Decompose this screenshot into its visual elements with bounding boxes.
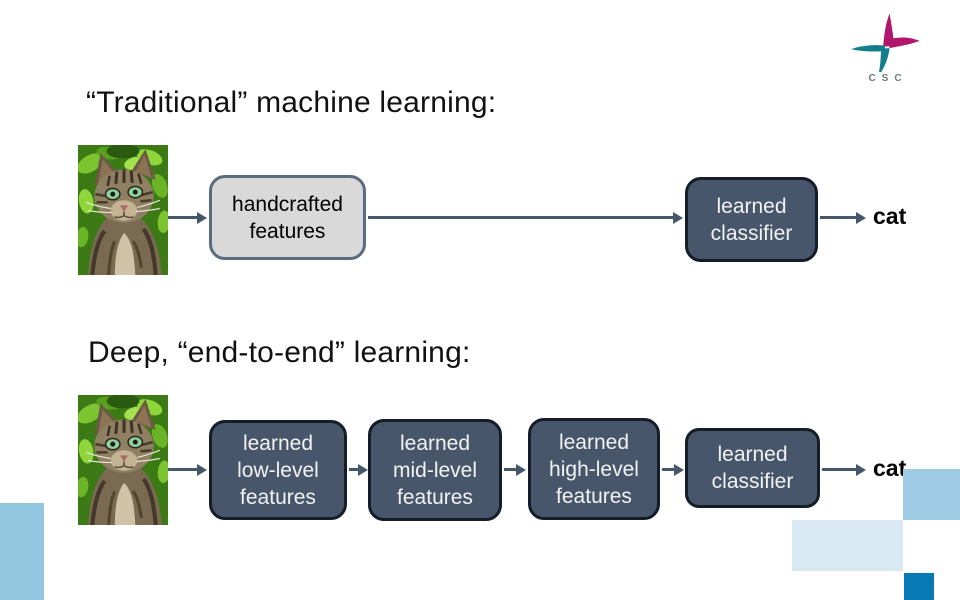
- decorative-square-bottom-left: [0, 503, 44, 600]
- box-high-level-features-label: learned high-level features: [549, 430, 639, 508]
- cat-photo-input-deep: [78, 395, 168, 525]
- box-mid-level-features-label: learned mid-level features: [392, 431, 478, 509]
- box-high-level-features: learned high-level features: [528, 418, 660, 520]
- output-label-deep: cat: [873, 455, 907, 481]
- box-handcrafted-features: handcrafted features: [209, 175, 366, 260]
- box-learned-classifier-deep: learned classifier: [685, 428, 820, 508]
- arrow-low-to-mid: [349, 468, 359, 471]
- decorative-square-right-upper: [903, 469, 960, 520]
- box-learned-classifier-deep-label: learned classifier: [711, 443, 794, 493]
- box-learned-classifier-traditional: learned classifier: [685, 177, 818, 262]
- arrow-mid-to-high: [504, 468, 517, 471]
- box-low-level-features: learned low-level features: [209, 420, 347, 520]
- box-mid-level-features: learned mid-level features: [368, 419, 502, 521]
- arrow-classifier-to-output-traditional: [820, 216, 857, 219]
- arrow-high-to-classifier: [662, 468, 675, 471]
- csc-logo: CSC: [843, 8, 927, 84]
- title-deep-learning: Deep, “end-to-end” learning:: [88, 336, 471, 369]
- arrow-features-to-classifier: [368, 216, 674, 219]
- csc-logo-text: CSC: [868, 73, 908, 84]
- box-learned-classifier-traditional-label: learned classifier: [710, 194, 793, 245]
- title-traditional-ml: “Traditional” machine learning:: [86, 86, 497, 119]
- decorative-square-right-pale: [792, 520, 903, 571]
- cat-photo-input-traditional: [78, 145, 168, 275]
- box-low-level-features-label: learned low-level features: [237, 431, 319, 509]
- arrow-classifier-to-output-deep: [822, 468, 857, 471]
- csc-star-icon: [851, 13, 920, 72]
- decorative-square-right-dark: [904, 573, 934, 600]
- arrow-input-to-lowlevel: [168, 468, 198, 471]
- box-handcrafted-features-label: handcrafted features: [232, 192, 343, 243]
- output-label-traditional: cat: [873, 203, 907, 229]
- arrow-input-to-handcrafted: [168, 216, 198, 219]
